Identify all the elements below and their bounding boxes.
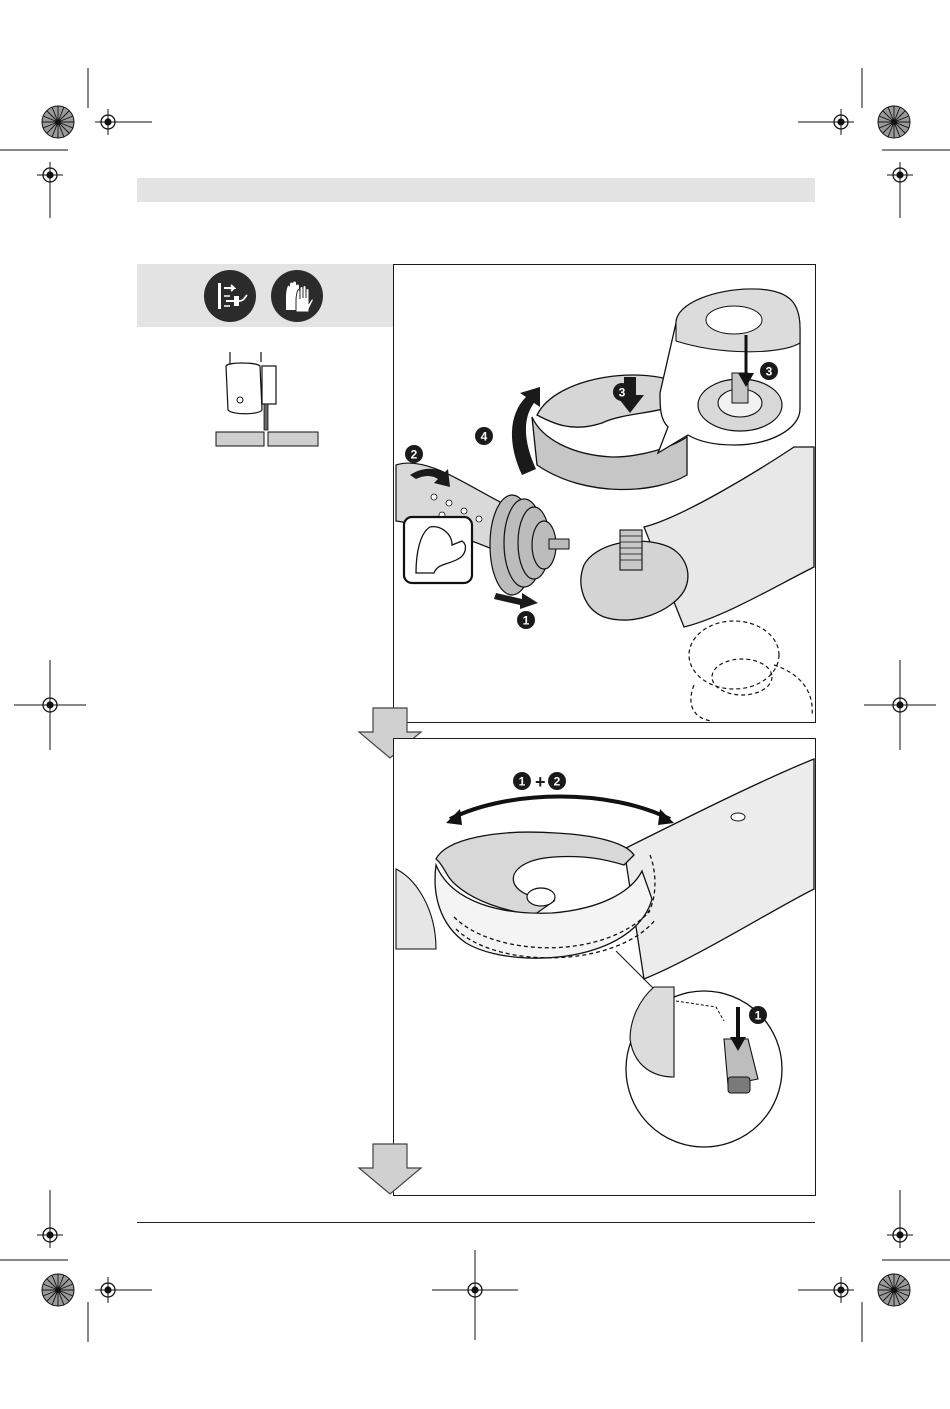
continue-arrow [358,1142,428,1197]
step-badge-4: 4 [481,430,488,444]
step-badge-1: 1 [523,614,530,628]
unplug-icon [204,270,256,322]
grinder-illustration-bottom: 1 + 2 1 [394,739,815,1195]
footer-rule [137,1222,815,1223]
step-badge-2: 2 [411,448,418,462]
step-panel-remove-guard: 3 3 4 2 1 [393,264,816,723]
header-bar [137,178,815,202]
grinder-cutting-thumbnail [214,352,324,452]
safety-icon-panel [137,264,393,327]
plus-sign: + [535,772,546,792]
step-badge-1-rotate: 1 [519,775,526,789]
step-badge-3: 3 [619,386,626,400]
step-badge-3-inset: 3 [766,365,773,379]
grinder-illustration-top: 3 3 4 2 1 [394,265,815,722]
gloves-icon [271,270,323,322]
step-badge-2-rotate: 2 [554,775,561,789]
step-badge-1-inset: 1 [755,1009,762,1023]
step-panel-adjust-guard: 1 + 2 1 [393,738,816,1196]
